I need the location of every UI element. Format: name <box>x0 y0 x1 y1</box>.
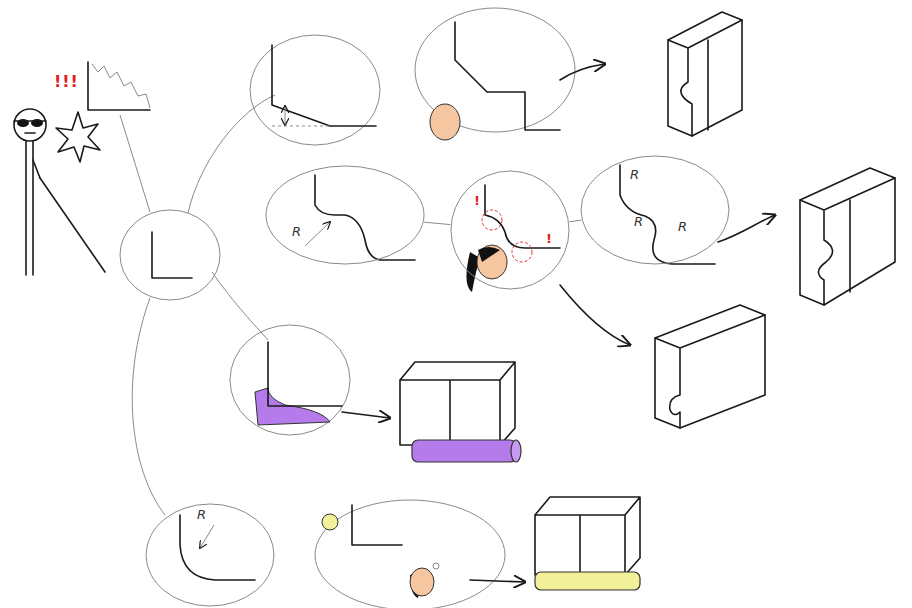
radius-arrow <box>305 222 330 246</box>
curved-profile <box>485 185 560 248</box>
arrow <box>718 215 775 242</box>
figure-head <box>14 109 46 141</box>
wavy-edge <box>92 64 150 108</box>
connector-line <box>569 220 581 222</box>
cabinet-edge <box>800 178 895 305</box>
figure-arm <box>33 160 40 178</box>
fillet-profile <box>315 175 415 260</box>
branch-line <box>132 298 165 515</box>
branch-line <box>188 95 275 213</box>
radius-label: R <box>197 508 206 522</box>
fillet-profile <box>180 515 255 580</box>
bumper-profile <box>322 514 338 530</box>
radius-label: R <box>292 225 301 239</box>
bubble <box>315 500 505 608</box>
cabinet <box>400 362 515 445</box>
bubble-ellipse <box>581 156 729 264</box>
corner-profile <box>268 342 342 406</box>
sketch-bubble: R <box>145 503 275 607</box>
cabinet-edge <box>668 20 742 136</box>
bubble-outline <box>580 155 730 265</box>
radius-label: R <box>678 220 687 234</box>
dimension-arrow <box>285 106 286 125</box>
bubble-ellipse <box>266 166 424 264</box>
bubble-outline <box>450 170 570 290</box>
bubble-outline <box>265 165 425 265</box>
arrow <box>560 285 630 345</box>
bumper-cylinder <box>535 572 640 590</box>
bubble <box>250 35 380 145</box>
mouth <box>25 132 35 134</box>
hair <box>478 247 500 262</box>
chamfer-profile <box>272 45 376 126</box>
sunglasses-bar <box>14 120 46 122</box>
cabinet-edge <box>655 315 765 428</box>
bubble-ellipse <box>146 504 274 606</box>
dimension-line <box>272 126 330 127</box>
danger-mark <box>482 210 502 230</box>
head <box>410 568 434 596</box>
bumper-cylinder <box>412 440 516 462</box>
arrow <box>342 412 390 418</box>
danger-mark <box>512 242 532 262</box>
sketch-bubble: R <box>265 165 425 265</box>
branch-line <box>212 272 268 340</box>
figure-body <box>26 141 33 275</box>
cane <box>40 178 105 272</box>
arrow <box>560 64 605 80</box>
sharp-corner <box>88 62 150 110</box>
impact-star <box>56 112 100 162</box>
corner-profile <box>352 505 402 545</box>
leader-line <box>120 115 150 212</box>
bubble <box>230 325 350 435</box>
double-curve-profile <box>620 165 715 264</box>
head <box>477 245 507 279</box>
arrow <box>470 580 525 582</box>
connector-line <box>424 222 450 224</box>
bubble <box>120 210 220 300</box>
warning-mark: ! <box>546 232 552 246</box>
stepped-profile <box>455 22 560 130</box>
cabinet <box>800 168 895 305</box>
radius-arrow <box>200 525 214 548</box>
radius-label: R <box>630 168 639 182</box>
alarm-mark: !!! <box>54 72 79 91</box>
sketch-bubble: R R R <box>580 155 730 265</box>
head <box>430 104 460 140</box>
radius-label: R <box>634 215 643 229</box>
cabinet <box>535 497 640 575</box>
bubble-outline <box>145 503 275 607</box>
bubble-ellipse <box>451 171 569 289</box>
sketch-bubble: !! <box>450 170 570 290</box>
sparkle <box>433 563 439 569</box>
warning-mark: ! <box>474 194 480 208</box>
cabinet <box>655 305 765 428</box>
cabinet <box>668 12 742 136</box>
corner-profile <box>152 232 192 278</box>
bumper-end <box>511 440 521 462</box>
